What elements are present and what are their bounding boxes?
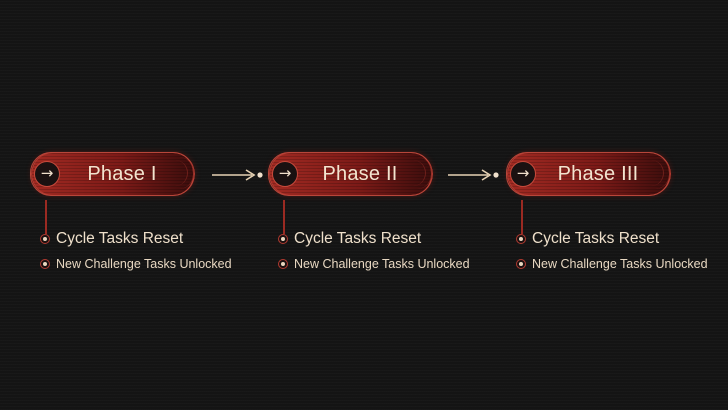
- phase-1-header: → Phase I: [30, 152, 195, 196]
- timeline-stem: [521, 200, 523, 234]
- pill-tail-decoration: [175, 160, 188, 186]
- phase-item: Cycle Tasks Reset: [294, 230, 422, 247]
- pill-tail-decoration: [179, 157, 194, 189]
- pill-tail-decoration: [417, 157, 432, 189]
- bullet-icon: [516, 234, 526, 244]
- flow-arrow-icon: [448, 169, 499, 181]
- pill-tail-decoration: [651, 160, 664, 186]
- phase-2: → Phase II Cycle Tasks Reset New Challen…: [268, 152, 470, 282]
- phase-item: Cycle Tasks Reset: [532, 230, 660, 247]
- phase-title: Phase I: [87, 163, 157, 185]
- flow-arrow-icon: [212, 169, 263, 181]
- phase-title: Phase III: [557, 163, 639, 185]
- arrow-right-icon: →: [510, 161, 536, 187]
- arrow-right-icon: →: [34, 161, 60, 187]
- arrow-right-icon: →: [272, 161, 298, 187]
- phase-1: → Phase I Cycle Tasks Reset New Challeng…: [30, 152, 232, 282]
- timeline-stem: [45, 200, 47, 234]
- phase-3: → Phase III Cycle Tasks Reset New Challe…: [506, 152, 708, 282]
- bullet-icon: [516, 259, 526, 269]
- phase-2-header: → Phase II: [268, 152, 433, 196]
- bullet-icon: [40, 259, 50, 269]
- bullet-icon: [40, 234, 50, 244]
- pill-tail-decoration: [655, 157, 670, 189]
- pill-tail-decoration: [413, 160, 426, 186]
- phase-item: New Challenge Tasks Unlocked: [56, 257, 232, 271]
- phase-title: Phase II: [322, 163, 398, 185]
- phase-item: New Challenge Tasks Unlocked: [532, 257, 708, 271]
- timeline-stem: [283, 200, 285, 234]
- phase-item: New Challenge Tasks Unlocked: [294, 257, 470, 271]
- phase-item: Cycle Tasks Reset: [56, 230, 184, 247]
- bullet-icon: [278, 234, 288, 244]
- phase-3-header: → Phase III: [506, 152, 671, 196]
- bullet-icon: [278, 259, 288, 269]
